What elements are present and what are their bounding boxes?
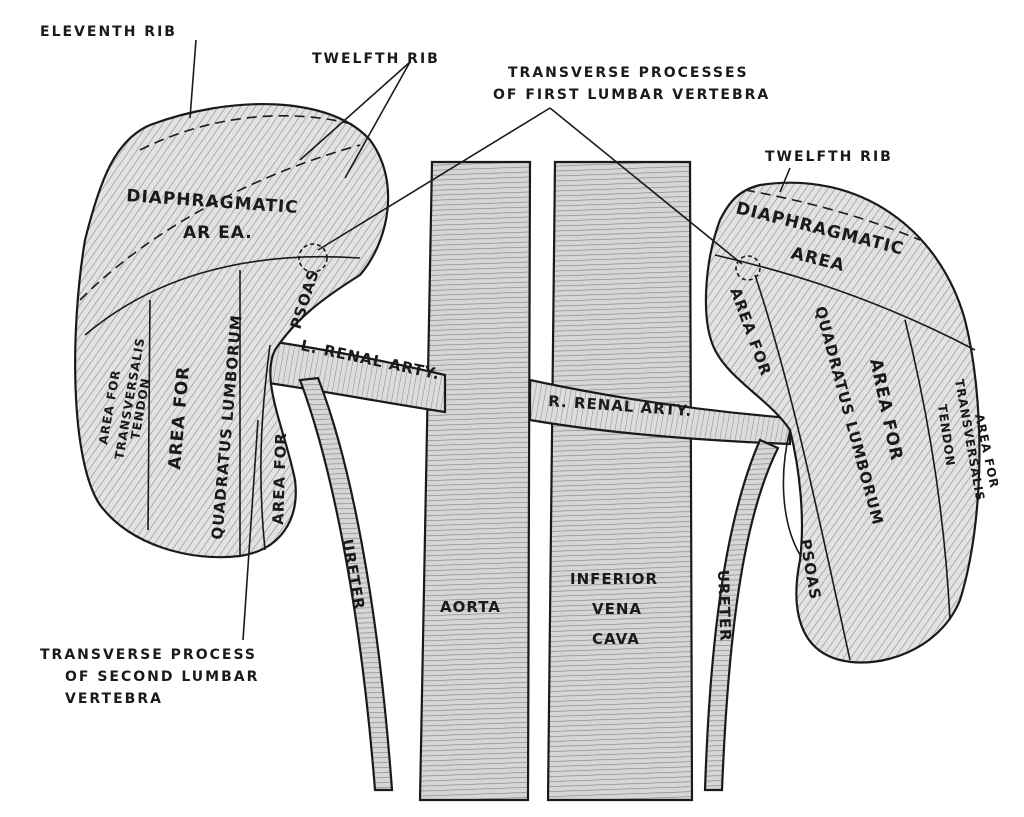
transverse-first-label-line1: TRANSVERSE PROCESSES xyxy=(508,65,749,81)
left-diaphragmatic-label-line2: AR EA. xyxy=(183,223,253,243)
ivc-label-line1: INFERIOR xyxy=(570,570,658,588)
transverse-first-label-line2: OF FIRST LUMBAR VERTEBRA xyxy=(493,87,770,103)
right-ureter-vessel xyxy=(703,438,780,792)
twelfth-rib-right-label: TWELFTH RIB xyxy=(765,149,893,165)
inferior-vena-cava-vessel xyxy=(546,160,694,802)
aorta-vessel xyxy=(418,160,532,802)
left-area-for-psoas-label: AREA FOR xyxy=(269,432,290,525)
left-kidney xyxy=(74,103,390,559)
aorta-label: AORTA xyxy=(440,598,501,616)
transverse-second-label-line3: VERTEBRA xyxy=(65,691,163,707)
transverse-second-label-line1: TRANSVERSE PROCESS xyxy=(40,647,257,663)
transverse-second-label-line2: OF SECOND LUMBAR xyxy=(65,669,259,685)
right-kidney xyxy=(704,181,981,664)
right-ureter-label: URETER xyxy=(714,570,735,643)
ivc-label-line2: VENA xyxy=(592,600,642,618)
right-renal-artery-vessel xyxy=(528,378,792,446)
left-ureter-vessel xyxy=(298,376,394,792)
ivc-label-line3: CAVA xyxy=(592,630,640,648)
eleventh-rib-label: ELEVENTH RIB xyxy=(40,24,177,40)
twelfth-rib-left-label: TWELFTH RIB xyxy=(312,51,440,67)
leader-lines xyxy=(189,39,791,641)
